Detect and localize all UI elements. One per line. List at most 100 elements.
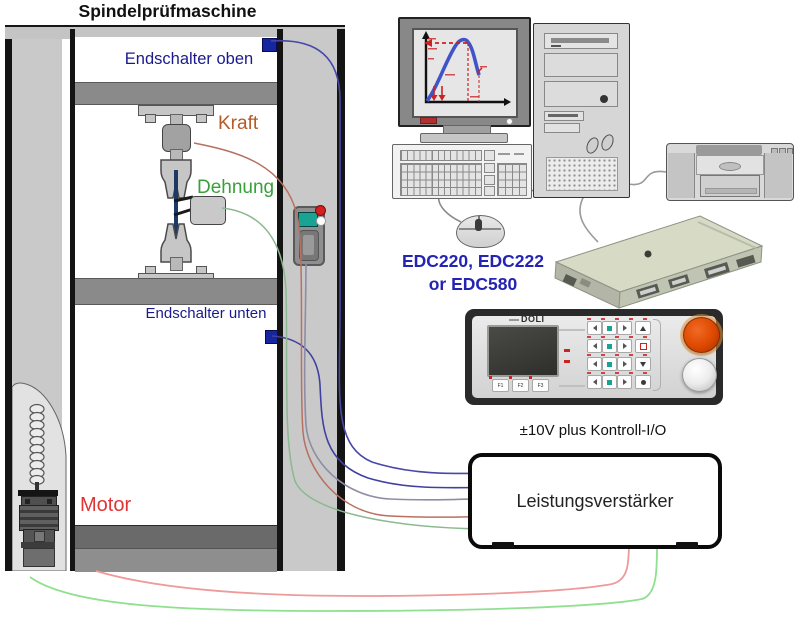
amplifier-foot — [492, 542, 514, 548]
keyboard-key — [484, 175, 495, 185]
fkey-led — [529, 376, 532, 379]
keypad-key — [602, 339, 617, 353]
plate-bolt — [196, 114, 207, 123]
keypad-key — [617, 375, 632, 389]
keyboard-led-label — [514, 153, 524, 155]
keypad-leds-row — [587, 336, 649, 338]
keyboard-function-row — [400, 150, 482, 161]
case-oval — [599, 132, 616, 153]
printer-top-slot — [696, 145, 762, 155]
pendant-white-button — [316, 216, 326, 226]
extensometer-knife-edges — [173, 195, 194, 217]
edc-models-line1: EDC220, EDC222 — [401, 251, 545, 271]
label-io: ±10V plus Kontroll-I/O — [519, 422, 667, 439]
doli-lcd-screen — [487, 325, 559, 377]
printer-right-panel — [764, 153, 792, 198]
monitor-stand-base — [420, 133, 508, 143]
lower-rod — [170, 257, 183, 271]
f1-key: F1 — [492, 379, 509, 392]
printer-paper-tray — [700, 175, 760, 197]
spindle-screw — [29, 403, 45, 490]
keypad-key — [617, 357, 632, 371]
machine-left-edge — [5, 25, 12, 571]
small-slot — [544, 123, 580, 133]
amplifier-box: Leistungsverstärker — [468, 453, 722, 549]
keyboard — [392, 144, 532, 199]
status-indicator — [564, 349, 570, 352]
page-title: Spindelprüfmaschine — [78, 1, 257, 21]
keypad-key — [602, 357, 617, 371]
keypad-key-down — [635, 357, 651, 371]
motor-crossbar — [18, 490, 58, 496]
machine-base-upper — [75, 525, 277, 549]
power-button — [600, 95, 608, 103]
keypad-bracket — [653, 319, 661, 391]
drive-bay-2 — [544, 53, 618, 77]
status-indicator — [564, 360, 570, 363]
keypad-key — [587, 339, 602, 353]
panel-line — [559, 385, 585, 387]
f2-key: F2 — [512, 379, 529, 392]
f3-key: F3 — [532, 379, 549, 392]
label-endschalter-unten: Endschalter unten — [145, 305, 267, 322]
monitor-logo-badge — [420, 117, 437, 124]
motor-body — [19, 505, 59, 531]
keypad-key-up — [635, 321, 651, 335]
lower-grip — [160, 223, 192, 263]
keypad-key — [587, 357, 602, 371]
keypad-key-circle — [635, 375, 651, 389]
keypad-key-stop — [635, 339, 651, 353]
drive-bay-1 — [544, 33, 618, 49]
keypad-key — [617, 321, 632, 335]
label-motor: Motor — [80, 494, 132, 516]
doli-control-panel: DOLI F1 F2 F3 — [465, 309, 723, 405]
label-dehnung: Dehnung — [197, 177, 275, 198]
label-kraft: Kraft — [218, 113, 259, 134]
amplifier-foot — [676, 542, 698, 548]
keyboard-key — [484, 163, 495, 173]
doli-logo: DOLI — [521, 314, 545, 324]
amplifier-label: Leistungsverstärker — [516, 490, 674, 511]
machine-inner-left-line — [70, 29, 75, 571]
label-edc-models: EDC220, EDC222 or EDC580 — [383, 250, 563, 296]
keypad-key — [602, 375, 617, 389]
emergency-stop-button — [683, 317, 720, 353]
stress-strain-chart — [422, 31, 511, 106]
motor-base — [23, 548, 55, 567]
panel-line — [559, 329, 585, 331]
drive-bay-3 — [544, 81, 618, 107]
lower-crosshead — [75, 278, 277, 305]
keyboard-key — [484, 186, 495, 196]
machine-right-edge — [337, 29, 345, 571]
f3-key-label: F3 — [537, 382, 544, 389]
extensometer — [190, 196, 226, 225]
keypad-leds-row — [587, 354, 649, 356]
pendant-red-button — [315, 205, 326, 216]
printer — [666, 143, 794, 201]
printer-front-face — [696, 155, 764, 175]
keyboard-key — [484, 150, 495, 161]
keyboard-numpad — [497, 163, 527, 196]
plate-bolt — [145, 114, 156, 123]
keypad-leds-row — [587, 318, 649, 320]
f1-key-label: F1 — [497, 382, 504, 389]
keypad-key — [587, 375, 602, 389]
mouse-scroll-slot — [475, 219, 482, 231]
machine-right-column — [283, 29, 337, 571]
cable-printer — [627, 170, 667, 186]
edc-controller-box — [554, 215, 764, 309]
case-oval — [584, 135, 601, 156]
label-endschalter-oben: Endschalter oben — [124, 50, 254, 68]
fkey-led — [489, 376, 492, 379]
machine-top-cap — [5, 25, 345, 39]
pendant-keypad-window — [299, 230, 319, 261]
upper-crosshead — [75, 82, 277, 105]
keyboard-led-label — [498, 153, 510, 155]
keypad-key — [602, 321, 617, 335]
monitor-screen — [412, 28, 518, 118]
hand-pendant — [293, 205, 326, 266]
mouse — [456, 215, 505, 248]
monitor-power-led — [506, 118, 513, 125]
doli-logo-dash — [509, 319, 519, 321]
